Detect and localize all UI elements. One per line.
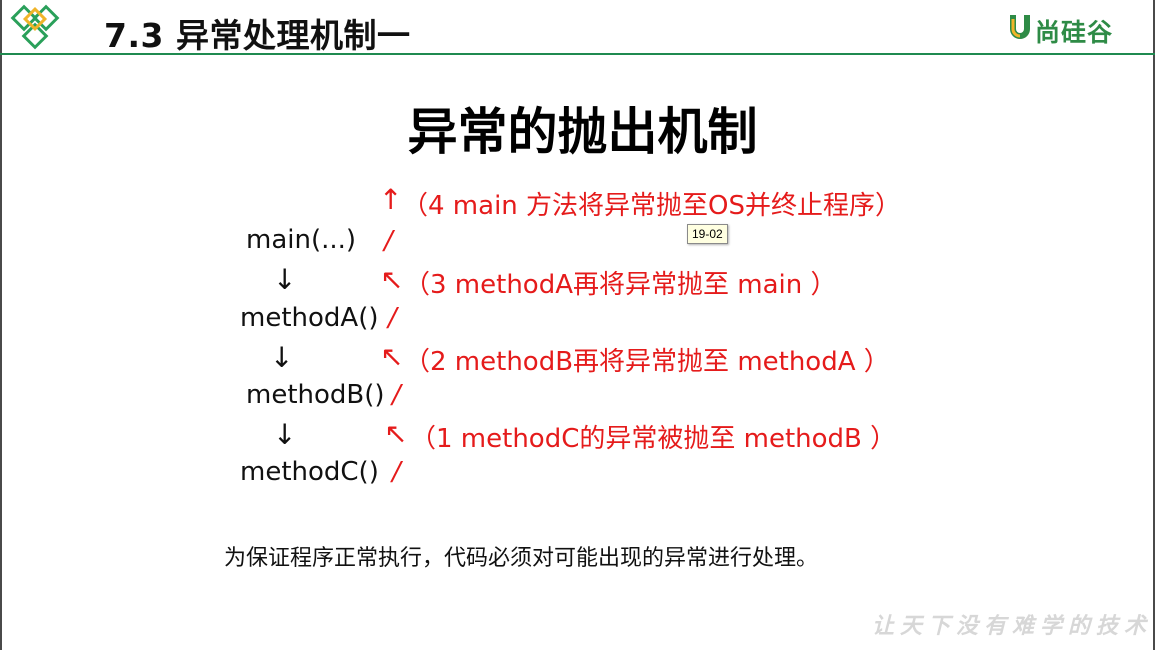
slide-frame-left (0, 0, 2, 650)
nw-arrow-icon: ↖ (384, 417, 408, 450)
conclusion-text: 为保证程序正常执行，代码必须对可能出现的异常进行处理。 (224, 546, 819, 571)
header-divider (0, 53, 1155, 55)
timestamp-tooltip: 19-02 (687, 224, 728, 244)
note-step-1: （1 methodC的异常被抛至 methodB ） (410, 424, 897, 454)
slash-icon: / (392, 457, 401, 487)
slide-title: 7.3 异常处理机制一 (104, 16, 411, 55)
diamond-logo-icon (10, 4, 60, 50)
down-arrow-icon: ↓ (273, 418, 297, 451)
note-step-3: （3 methodA再将异常抛至 main ） (404, 270, 837, 300)
up-arrow-icon: ↑ (379, 183, 403, 216)
note-step-4: （4 main 方法将异常抛至OS并终止程序） (402, 191, 902, 221)
method-main: main(...) (246, 225, 357, 255)
down-arrow-icon: ↓ (273, 263, 297, 296)
method-b: methodB() (246, 380, 385, 410)
nw-arrow-icon: ↖ (380, 263, 404, 296)
method-a: methodA() (240, 303, 379, 333)
down-arrow-icon: ↓ (270, 341, 294, 374)
method-c: methodC() (240, 457, 379, 487)
slide-header: 7.3 异常处理机制一 尚硅谷 (0, 0, 1155, 56)
footer-slogan: 让天下没有难学的技术 (872, 614, 1153, 639)
slide-frame-right (1153, 0, 1155, 650)
nw-arrow-icon: ↖ (380, 340, 404, 373)
section-heading: 异常的抛出机制 (407, 103, 758, 161)
note-step-2: （2 methodB再将异常抛至 methodA ） (404, 347, 890, 377)
slash-icon: / (388, 303, 397, 333)
slash-icon: / (392, 380, 401, 410)
slash-icon: / (384, 226, 393, 256)
brand-u-icon (1010, 15, 1030, 39)
brand-name: 尚硅谷 (1035, 18, 1114, 47)
